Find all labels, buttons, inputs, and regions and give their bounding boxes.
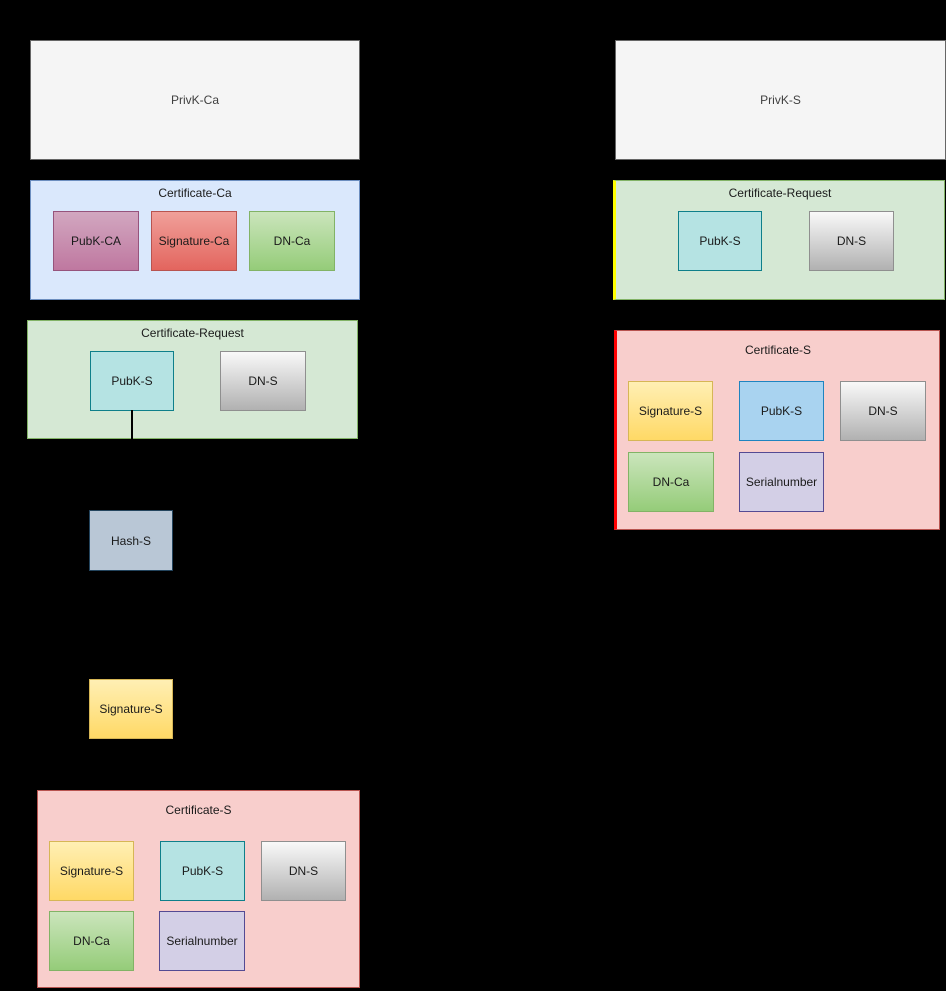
node-signature-ca: Signature-Ca bbox=[151, 211, 237, 271]
node-dn-s-request-right: DN-S bbox=[809, 211, 894, 271]
privk-s-box: PrivK-S bbox=[615, 40, 946, 160]
node-signature-s-standalone: Signature-S bbox=[89, 679, 173, 739]
certificate-request-left-container: Certificate-Request PubK-S DN-S bbox=[27, 320, 358, 439]
node-serialnumber-cert-left: Serialnumber bbox=[159, 911, 245, 971]
certificate-request-right-container: Certificate-Request PubK-S DN-S bbox=[613, 180, 945, 300]
node-pubk-s-request-right: PubK-S bbox=[678, 211, 762, 271]
node-dn-ca: DN-Ca bbox=[249, 211, 335, 271]
certificate-s-right-title: Certificate-S bbox=[744, 343, 812, 357]
certificate-ca-title: Certificate-Ca bbox=[158, 186, 232, 200]
node-pubk-s-request-left: PubK-S bbox=[90, 351, 174, 411]
certificate-s-right-container: Certificate-S Signature-S PubK-S DN-S DN… bbox=[614, 330, 940, 530]
node-dn-ca-cert-left: DN-Ca bbox=[49, 911, 134, 971]
node-hash-s: Hash-S bbox=[89, 510, 173, 571]
certificate-request-left-title: Certificate-Request bbox=[141, 326, 244, 340]
privk-s-label: PrivK-S bbox=[760, 93, 801, 107]
privk-ca-label: PrivK-Ca bbox=[170, 93, 219, 107]
node-dn-s-cert-right: DN-S bbox=[840, 381, 926, 441]
node-pubk-ca: PubK-CA bbox=[53, 211, 139, 271]
certificate-s-left-title: Certificate-S bbox=[165, 803, 232, 817]
node-dn-s-cert-left: DN-S bbox=[261, 841, 346, 901]
node-dn-ca-cert-right: DN-Ca bbox=[628, 452, 714, 512]
node-serialnumber-cert-right: Serialnumber bbox=[739, 452, 824, 512]
node-signature-s-cert-left: Signature-S bbox=[49, 841, 134, 901]
node-signature-s-cert-right: Signature-S bbox=[628, 381, 713, 441]
certificate-ca-container: Certificate-Ca PubK-CA Signature-Ca DN-C… bbox=[30, 180, 360, 300]
connector-pubks-to-hash bbox=[131, 410, 133, 510]
privk-ca-box: PrivK-Ca bbox=[30, 40, 360, 160]
certificate-s-left-container: Certificate-S Signature-S PubK-S DN-S DN… bbox=[37, 790, 360, 988]
node-pubk-s-cert-left: PubK-S bbox=[160, 841, 245, 901]
node-dn-s-request-left: DN-S bbox=[220, 351, 306, 411]
certificate-request-right-title: Certificate-Request bbox=[728, 186, 832, 200]
node-pubk-s-cert-right: PubK-S bbox=[739, 381, 824, 441]
